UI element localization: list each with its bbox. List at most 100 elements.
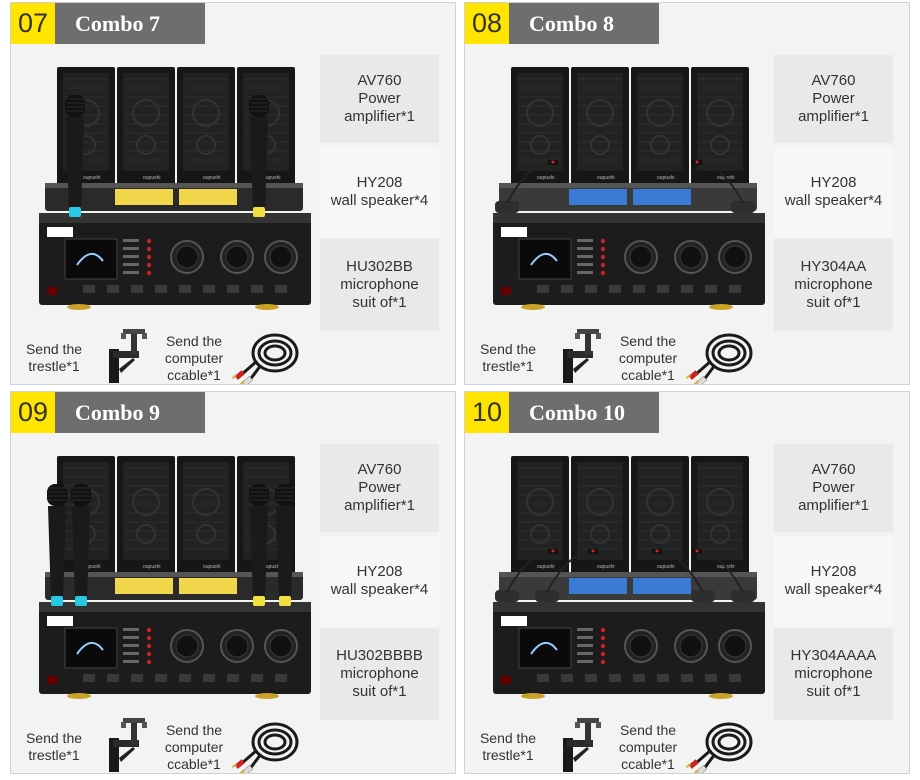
combo-number: 10: [465, 392, 509, 433]
item-speaker: HY208 wall speaker*4: [320, 147, 439, 237]
wall-speaker: oupushi: [691, 456, 749, 574]
item-speaker: HY208 wall speaker*4: [320, 536, 439, 626]
gooseneck-mic: [692, 549, 755, 602]
handheld-mic: [249, 484, 269, 606]
gooseneck-mic: [495, 549, 558, 602]
wall-speaker: oupushi: [177, 456, 235, 574]
karaoke-amplifier: [39, 213, 311, 310]
receiver-display-right: [633, 189, 691, 205]
speaker-brand-text: oupushi: [657, 175, 675, 181]
wall-speaker: oupushi: [571, 456, 629, 574]
mic-cap-yellow: [253, 207, 265, 217]
receiver-display-right: [179, 189, 237, 205]
speaker-brand-text: oupushi: [537, 564, 555, 570]
combo-title: Combo 8: [509, 3, 659, 44]
combo-title: Combo 7: [55, 3, 205, 44]
wall-speaker: oupushi: [691, 67, 749, 185]
trestle-label: Send the trestle*1: [25, 730, 83, 763]
rca-cable-icon: [685, 333, 753, 384]
handheld-mic: [65, 95, 85, 217]
speaker-brand-text: oupushi: [537, 175, 555, 181]
rca-cable-icon: [231, 722, 299, 773]
amp-screen: [518, 238, 572, 280]
wireless-receiver: [499, 572, 757, 600]
speaker-brand-text: oupushi: [143, 564, 161, 570]
item-microphone: HU302BBBB microphone suit of*1: [320, 628, 439, 720]
receiver-display-right: [179, 578, 237, 594]
speaker-brand-text: oupushi: [83, 175, 101, 181]
item-speaker: HY208 wall speaker*4: [774, 536, 893, 626]
brand-logo: [501, 616, 527, 626]
trestle-label: Send the trestle*1: [479, 730, 537, 763]
cable-label: Send the computer ccable*1: [618, 333, 678, 383]
wall-speaker: oupushi: [117, 67, 175, 185]
combo-number: 09: [11, 392, 55, 433]
speaker-brand-text: oupushi: [203, 564, 221, 570]
gooseneck-mic: [652, 549, 715, 602]
power-switch: [501, 676, 511, 684]
wall-speaker: oupushi: [57, 67, 115, 185]
item-amplifier: AV760 Power amplifier*1: [774, 55, 893, 143]
combo-number: 08: [465, 3, 509, 44]
handheld-mic: [47, 484, 67, 606]
wall-speaker: oupushi: [511, 67, 569, 185]
gooseneck-mic: [692, 160, 755, 213]
power-switch: [47, 287, 57, 295]
wireless-receiver: [45, 572, 303, 600]
wall-speaker: oupushi: [511, 456, 569, 574]
combo-title: Combo 9: [55, 392, 205, 433]
rca-cable-icon: [231, 333, 299, 384]
rca-cable-icon: [685, 722, 753, 773]
power-switch: [501, 287, 511, 295]
power-switch: [47, 676, 57, 684]
receiver-display-left: [569, 578, 627, 594]
speaker-brand-text: oupushi: [263, 175, 281, 181]
mic-cap-cyan: [75, 596, 87, 606]
item-amplifier: AV760 Power amplifier*1: [320, 55, 439, 143]
mic-cap-cyan: [69, 207, 81, 217]
wall-speaker: oupushi: [571, 67, 629, 185]
mic-cap-cyan: [51, 596, 63, 606]
item-microphone: HU302BB microphone suit of*1: [320, 239, 439, 331]
combo-header: 09 Combo 9: [11, 392, 205, 433]
karaoke-amplifier: [39, 602, 311, 699]
wireless-receiver: [499, 183, 757, 211]
wall-speaker: oupushi: [631, 67, 689, 185]
speaker-brand-text: oupushi: [597, 564, 615, 570]
mic-cap-yellow: [279, 596, 291, 606]
speaker-brand-text: oupushi: [263, 564, 281, 570]
equipment-illustration: oupushi oupushi oupushi oupushi: [493, 67, 765, 310]
brand-logo: [47, 616, 73, 626]
handheld-mic: [275, 484, 295, 606]
wall-speaker: oupushi: [177, 67, 235, 185]
amp-screen: [64, 238, 118, 280]
karaoke-amplifier: [493, 213, 765, 310]
trestle-bracket-icon: [109, 718, 147, 772]
cable-label: Send the computer ccable*1: [164, 722, 224, 772]
trestle-bracket-icon: [109, 329, 147, 383]
trestle-bracket-icon: [563, 329, 601, 383]
receiver-display-left: [115, 578, 173, 594]
amp-screen: [518, 627, 572, 669]
combo-header: 07 Combo 7: [11, 3, 205, 44]
trestle-label: Send the trestle*1: [25, 341, 83, 374]
item-microphone: HY304AA microphone suit of*1: [774, 239, 893, 331]
combo-header: 10 Combo 10: [465, 392, 659, 433]
cable-label: Send the computer ccable*1: [164, 333, 224, 383]
combo-title: Combo 10: [509, 392, 659, 433]
receiver-display-right: [633, 578, 691, 594]
amp-screen: [64, 627, 118, 669]
equipment-illustration: oupushi oupushi oupushi oupushi: [493, 456, 765, 699]
wall-speaker: oupushi: [631, 456, 689, 574]
speaker-brand-text: oupushi: [657, 564, 675, 570]
equipment-illustration: oupushi oupushi oupushi oupushi: [39, 67, 311, 310]
receiver-display-left: [569, 189, 627, 205]
trestle-label: Send the trestle*1: [479, 341, 537, 374]
speaker-brand-text: oupushi: [203, 175, 221, 181]
item-microphone: HY304AAAA microphone suit of*1: [774, 628, 893, 720]
